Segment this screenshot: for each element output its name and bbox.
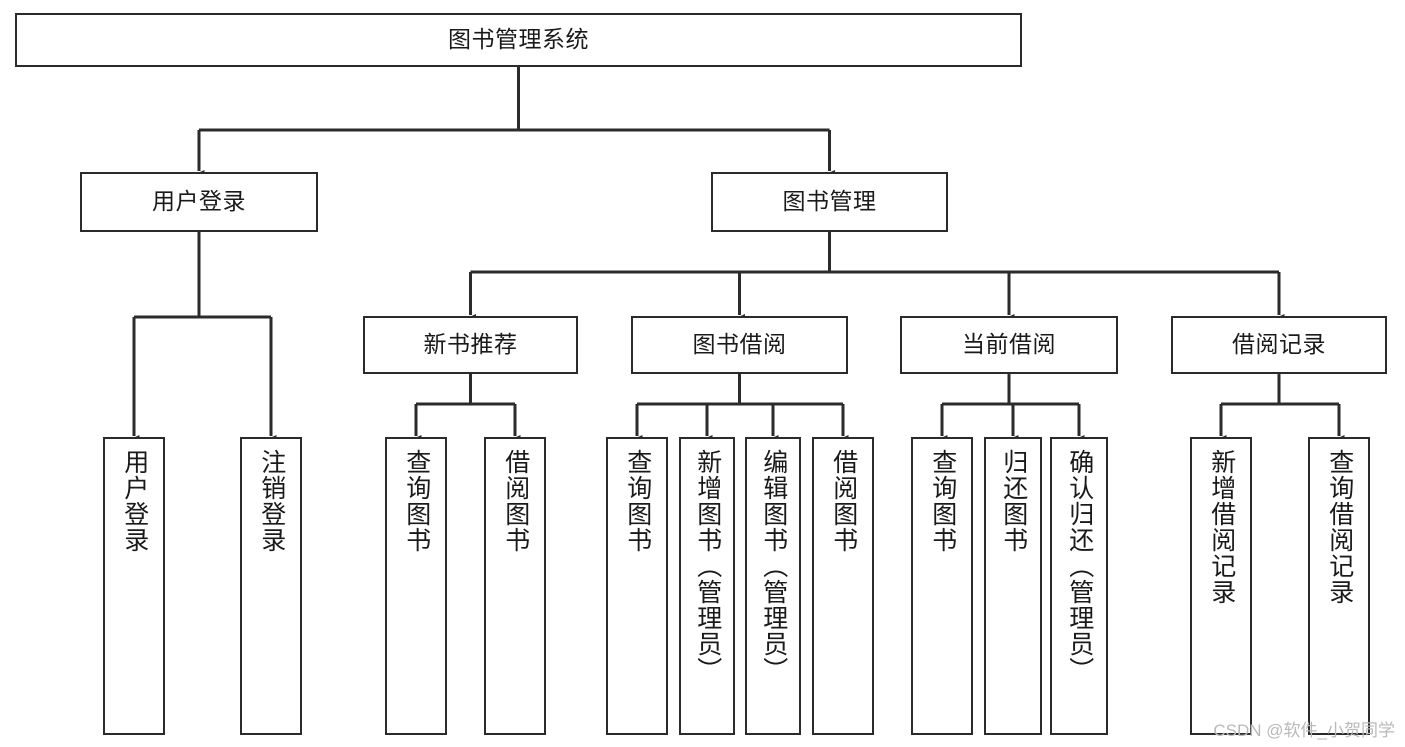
node-root[interactable]: 图书管理系统 bbox=[15, 13, 1022, 67]
node-label: 借阅图书 bbox=[501, 449, 530, 553]
node-borrow-record[interactable]: 借阅记录 bbox=[1171, 316, 1387, 374]
node-leaf-11[interactable]: 确认归还（管理员） bbox=[1050, 437, 1108, 735]
node-label: 查询借阅记录 bbox=[1325, 449, 1354, 605]
node-user-login[interactable]: 用户登录 bbox=[80, 172, 318, 232]
node-label: 查询图书 bbox=[928, 449, 957, 553]
node-leaf-4[interactable]: 借阅图书 bbox=[484, 437, 546, 735]
node-leaf-1[interactable]: 用户登录 bbox=[103, 437, 165, 735]
node-label: 用户登录 bbox=[152, 188, 246, 215]
node-label: 借阅图书 bbox=[829, 449, 858, 553]
node-label: 新增图书（管理员） bbox=[693, 449, 722, 683]
watermark-text: CSDN @软件_小贺同学 bbox=[1213, 721, 1395, 740]
node-label: 查询图书 bbox=[402, 449, 431, 553]
node-label: 用户登录 bbox=[120, 449, 149, 553]
node-label: 确认归还（管理员） bbox=[1065, 449, 1094, 683]
node-leaf-8[interactable]: 借阅图书 bbox=[812, 437, 874, 735]
node-book-manage[interactable]: 图书管理 bbox=[711, 172, 948, 232]
node-leaf-2[interactable]: 注销登录 bbox=[240, 437, 302, 735]
node-current-borrow[interactable]: 当前借阅 bbox=[900, 316, 1118, 374]
node-leaf-9[interactable]: 查询图书 bbox=[911, 437, 973, 735]
node-new-book-rec[interactable]: 新书推荐 bbox=[363, 316, 578, 374]
node-label: 编辑图书（管理员） bbox=[759, 449, 788, 683]
node-label: 注销登录 bbox=[257, 449, 286, 553]
node-label: 图书管理 bbox=[782, 188, 877, 215]
edge-paths bbox=[128, 67, 1345, 445]
node-label: 查询图书 bbox=[623, 449, 652, 553]
node-label: 归还图书 bbox=[999, 449, 1028, 553]
node-leaf-10[interactable]: 归还图书 bbox=[984, 437, 1042, 735]
node-leaf-6[interactable]: 新增图书（管理员） bbox=[679, 437, 735, 735]
node-label: 图书管理系统 bbox=[448, 26, 589, 53]
node-label: 图书借阅 bbox=[692, 331, 787, 358]
node-label: 当前借阅 bbox=[962, 331, 1056, 358]
node-leaf-13[interactable]: 查询借阅记录 bbox=[1308, 437, 1370, 735]
node-leaf-5[interactable]: 查询图书 bbox=[606, 437, 668, 735]
node-label: 新增借阅记录 bbox=[1207, 449, 1236, 605]
node-book-borrow[interactable]: 图书借阅 bbox=[631, 316, 848, 374]
node-label: 新书推荐 bbox=[423, 331, 518, 358]
node-leaf-12[interactable]: 新增借阅记录 bbox=[1190, 437, 1252, 735]
node-leaf-3[interactable]: 查询图书 bbox=[385, 437, 447, 735]
node-leaf-7[interactable]: 编辑图书（管理员） bbox=[745, 437, 801, 735]
node-label: 借阅记录 bbox=[1232, 331, 1326, 358]
